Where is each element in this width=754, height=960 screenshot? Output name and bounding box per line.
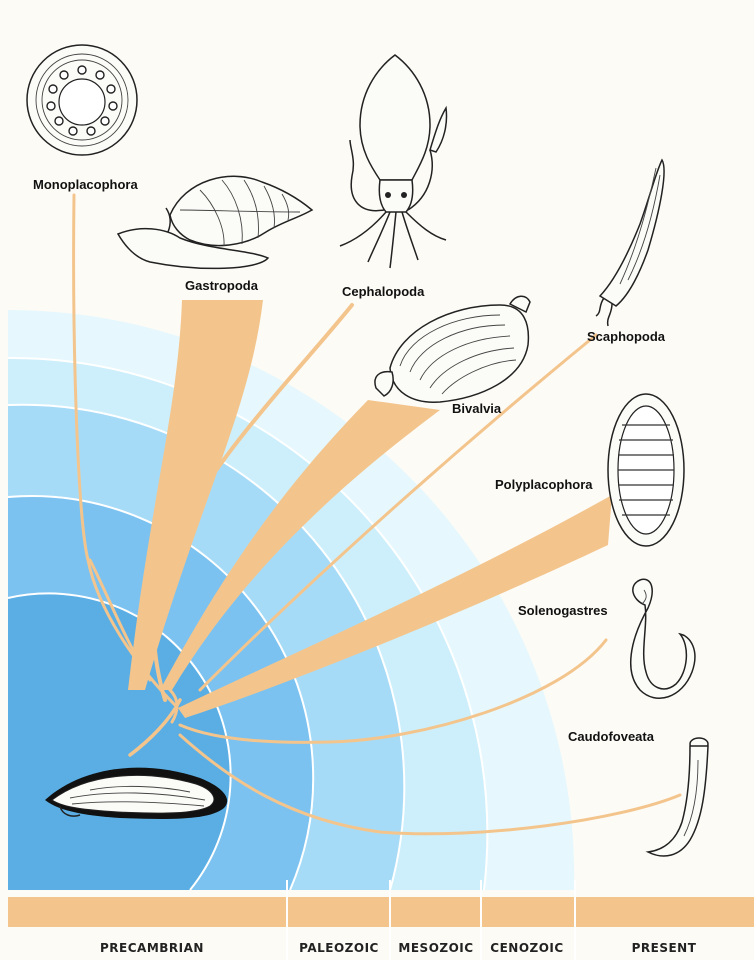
label-monoplacophora: Monoplacophora <box>33 177 138 192</box>
label-caudofoveata: Caudofoveata <box>568 729 655 744</box>
label-gastropoda: Gastropoda <box>185 278 259 293</box>
label-bivalvia: Bivalvia <box>452 401 502 416</box>
polyplacophora-illustration <box>608 394 684 546</box>
era-label-mesozoic: MESOZOIC <box>398 941 473 955</box>
era-label-cenozoic: CENOZOIC <box>490 941 563 955</box>
era-label-present: PRESENT <box>632 941 697 955</box>
label-scaphopoda: Scaphopoda <box>587 329 666 344</box>
era-label-paleozoic: PALEOZOIC <box>299 941 379 955</box>
label-polyplacophora: Polyplacophora <box>495 477 593 492</box>
label-solenogastres: Solenogastres <box>518 603 608 618</box>
monoplacophora-illustration <box>27 45 137 155</box>
era-label-precambrian: PRECAMBRIAN <box>100 941 204 955</box>
label-cephalopoda: Cephalopoda <box>342 284 425 299</box>
